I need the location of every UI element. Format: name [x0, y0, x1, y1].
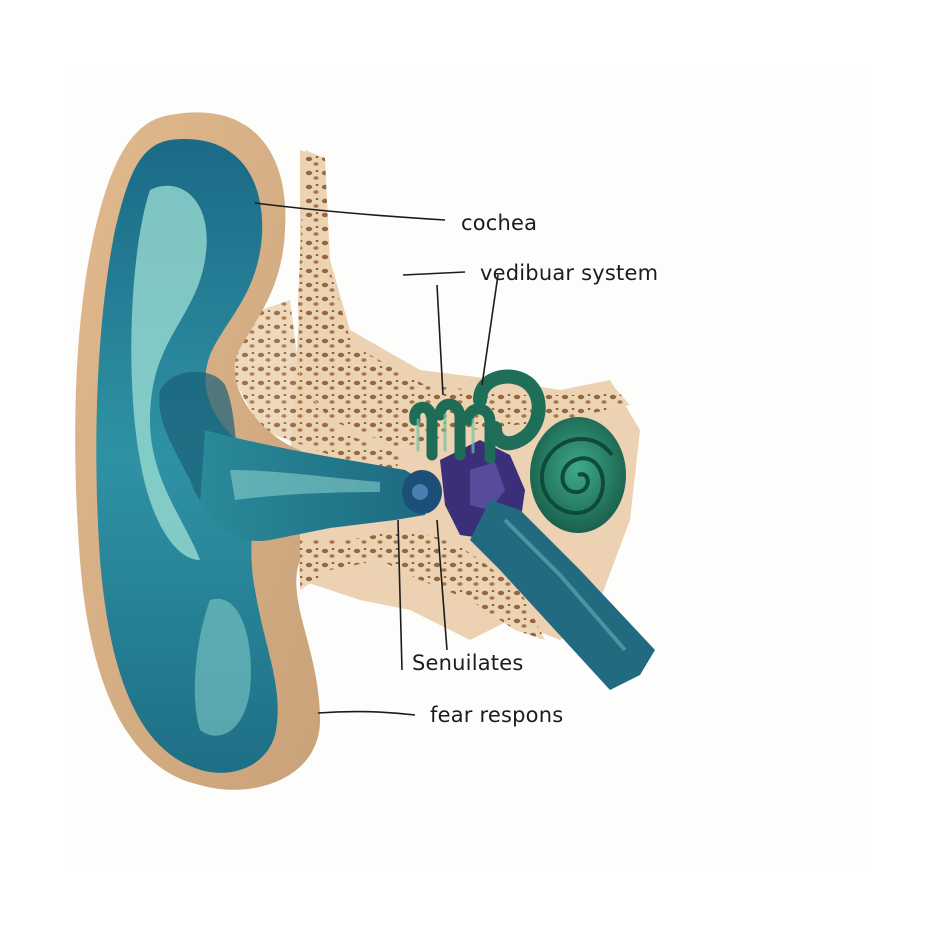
label-vestibular-system: vedibuar system — [480, 261, 659, 285]
leader-line-senuilates-b — [436, 519, 448, 651]
label-cochea: cochea — [461, 211, 538, 235]
leader-line-vestibular-top — [402, 271, 466, 276]
temporal-bone-lower — [300, 530, 545, 640]
leader-line-fear — [317, 710, 416, 716]
leader-lines — [254, 202, 499, 716]
semicircular-canals — [409, 398, 496, 464]
ear-canal-highlight — [230, 470, 380, 500]
auditory-nerve — [470, 500, 655, 690]
eardrum-center — [412, 484, 428, 500]
temporal-bone-strip — [232, 300, 400, 475]
label-senuilates: Senuilates — [412, 651, 524, 675]
auditory-nerve-shine — [503, 518, 627, 652]
leader-line-vestibular-a — [436, 284, 444, 396]
leader-line-cochea — [254, 202, 446, 221]
leader-line-vestibular-b — [481, 274, 499, 386]
temporal-bone-upper — [298, 150, 630, 448]
label-fear-response: fear respons — [430, 703, 564, 727]
pinna-lobe-highlight — [194, 598, 251, 736]
semicircular-canals-shine — [416, 413, 475, 454]
leader-line-senuilates-a — [397, 519, 403, 671]
pinna-highlight — [131, 185, 207, 561]
vestibular-loop — [473, 369, 546, 451]
cochlea-spiral — [539, 436, 614, 516]
vestibule-highlight — [470, 462, 505, 510]
